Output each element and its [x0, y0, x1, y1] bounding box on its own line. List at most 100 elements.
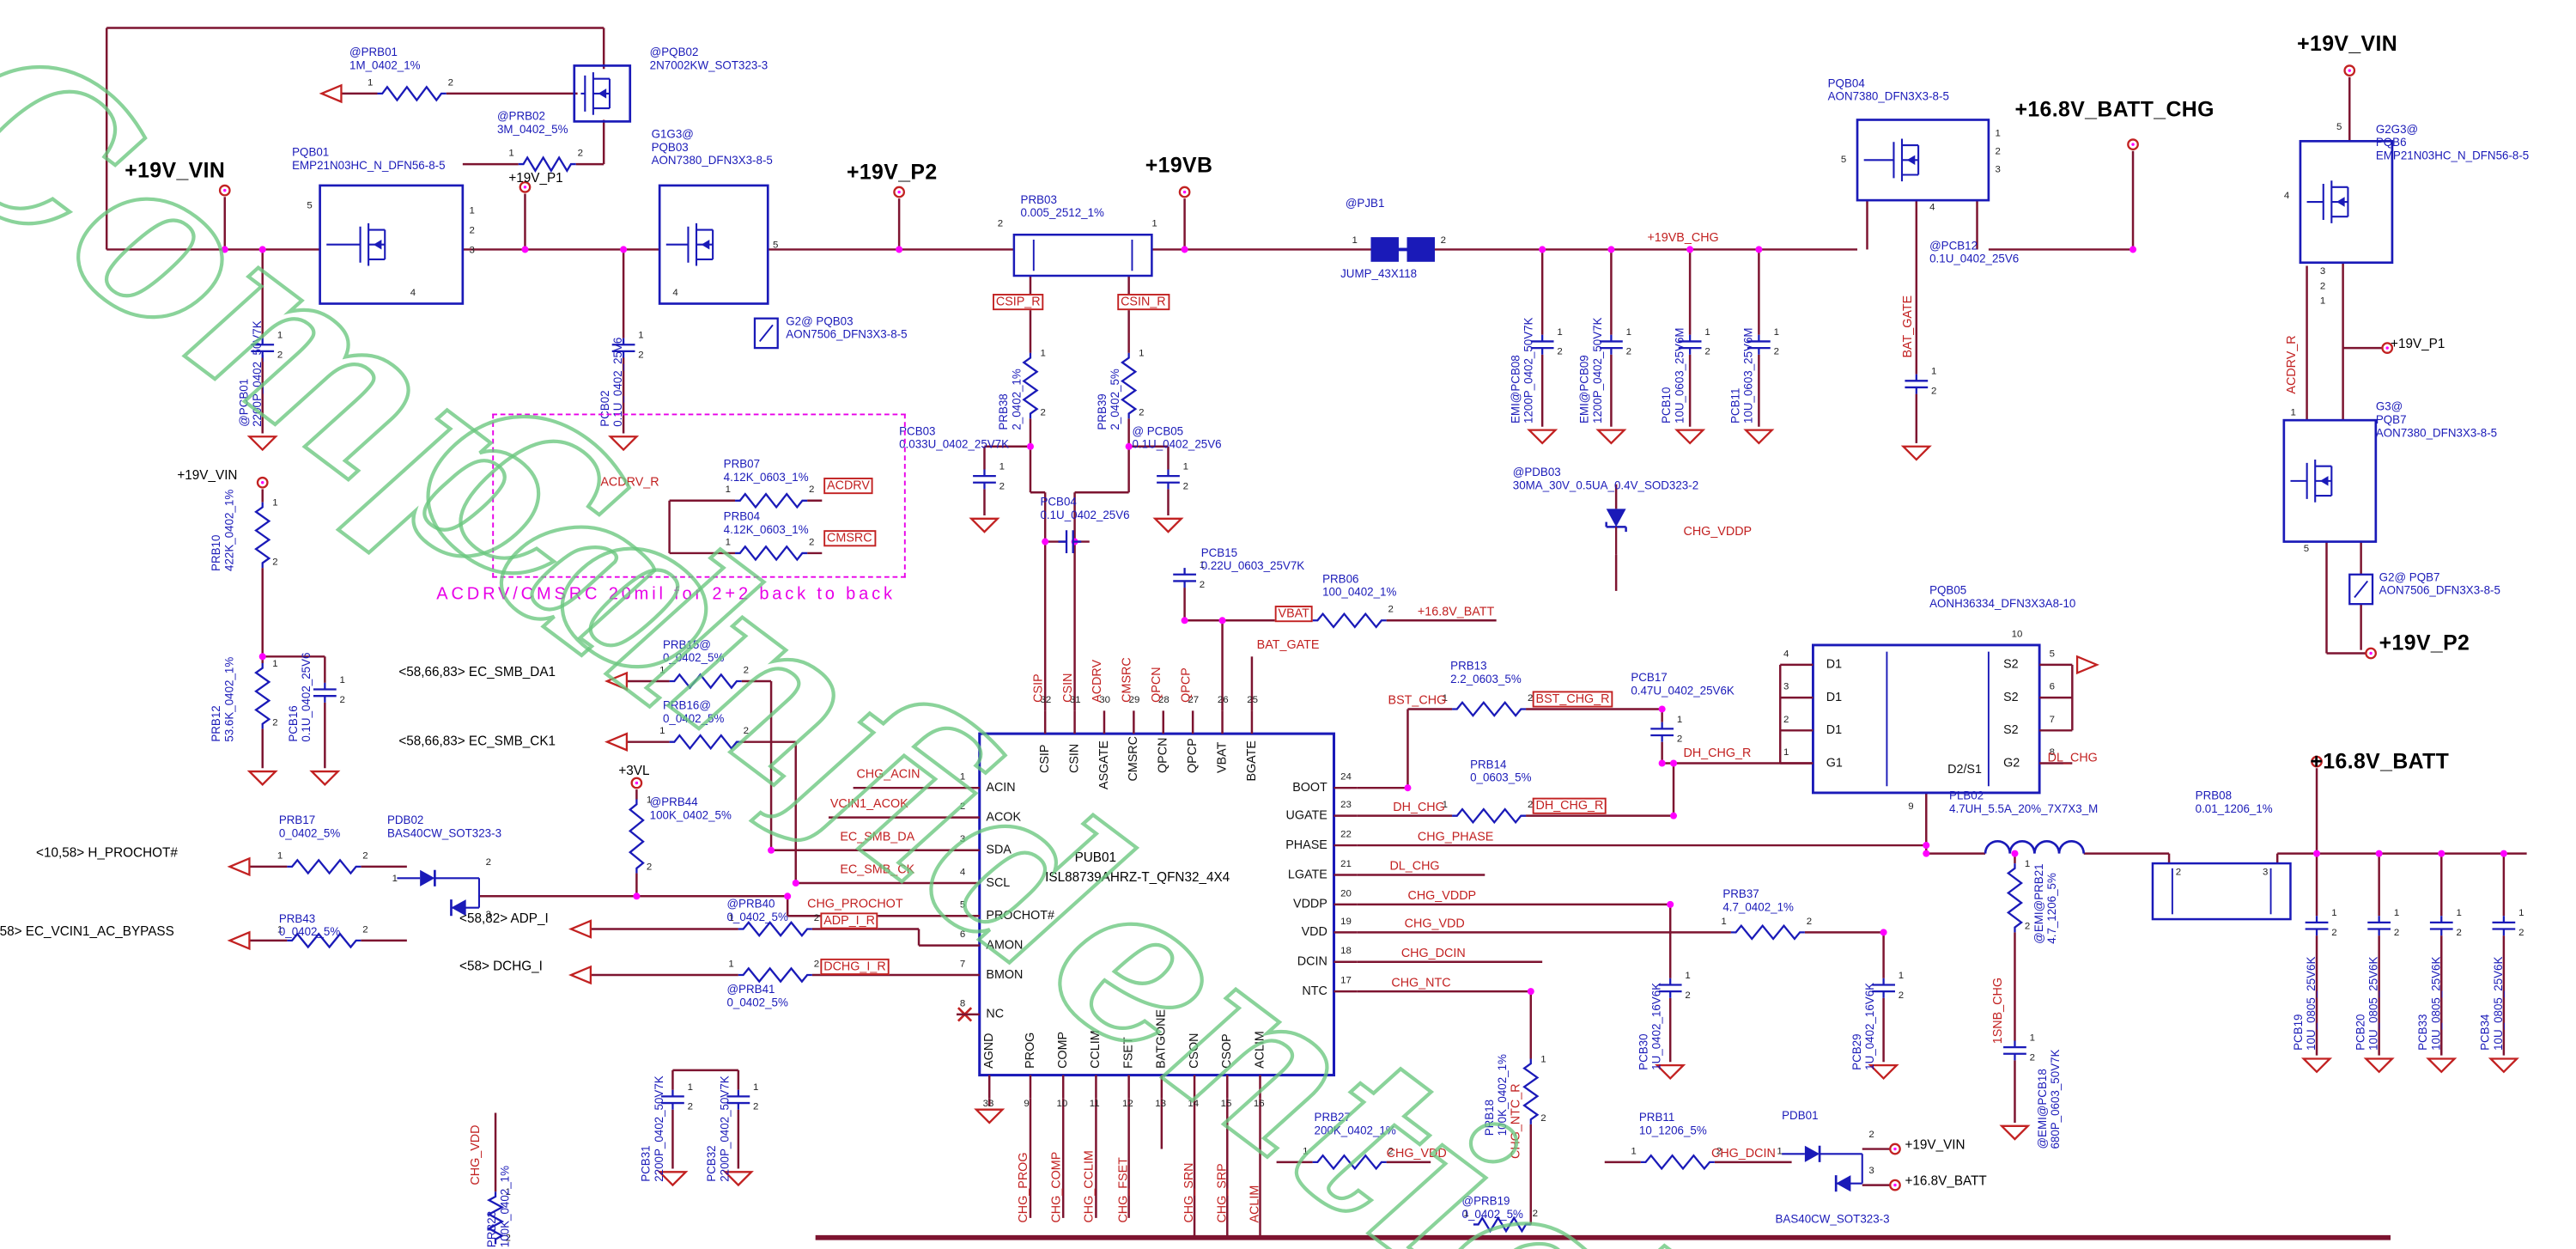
pin-number: 2: [813, 914, 820, 924]
net-name-label: +16.8V_BATT: [1905, 1173, 1987, 1189]
net-label: +16.8V_BATT: [1417, 604, 1495, 619]
pin-number: 1: [368, 78, 374, 89]
resistor-symbol-PRB02: [518, 155, 576, 173]
pin-number: 1: [508, 149, 514, 160]
pin-number: 2: [1139, 408, 1145, 419]
capacitor-symbol-PCB11: [1747, 334, 1771, 355]
capacitor-symbol-PCB19: [2305, 916, 2329, 936]
pin-number: 1: [1995, 129, 2001, 140]
pin-number: 6: [959, 930, 966, 941]
power-net-label: +19V_VIN: [125, 157, 226, 183]
resistor-symbol-PRB11: [1640, 1154, 1715, 1171]
ic-pin-name: QPCN: [1155, 738, 1170, 774]
net-arrow-left-icon: [605, 671, 629, 692]
layout-note: ACDRV/CMSRC 20mil for 2+2 back to back: [436, 584, 896, 605]
pin-number: 15: [1220, 1100, 1232, 1110]
diode-icon: [420, 869, 435, 886]
component-label: @PRB40 0_0402_5%: [726, 899, 788, 924]
component-label: PRB38 2_0402_1%: [999, 369, 1024, 430]
ic-pin-name: BATGONE: [1153, 1008, 1169, 1069]
pin-number: 23: [1340, 801, 1352, 811]
pin-number: 4: [1783, 649, 1789, 661]
pin-number: 2: [1540, 1114, 1546, 1124]
pin-number: 2: [362, 925, 368, 936]
capacitor-symbol-PCB03: [973, 469, 996, 490]
capacitor-symbol-PCB32: [726, 1089, 750, 1110]
net-label: CHG_NTC: [1391, 975, 1451, 990]
pin-number: 1: [2319, 296, 2326, 308]
ground-symbol: [1868, 1063, 1899, 1081]
net-label-boxed: DCHG_I_R: [820, 958, 890, 976]
pin-number: 1: [1898, 972, 1905, 982]
pin-number: 2: [1676, 735, 1683, 746]
pin-number: 2: [1806, 917, 1813, 928]
ic-pin-name: COMP: [1054, 1031, 1070, 1069]
pin-number: 1: [469, 206, 475, 217]
power-terminal-dot: [2131, 143, 2135, 146]
pin-number: 3: [1995, 165, 2001, 176]
capacitor-symbol-PCB04: [1058, 530, 1082, 553]
power-terminal-dot: [2348, 69, 2351, 72]
pin-number: 2: [485, 858, 491, 868]
ic-pin-name: ASGATE: [1096, 740, 1111, 789]
component-label: PRB37 4.7_0402_1%: [1722, 889, 1794, 914]
ground-symbol: [1999, 1124, 2031, 1141]
ground-symbol: [657, 1171, 689, 1187]
ic-pin-name: CMSRC: [1125, 735, 1141, 782]
pin-number: 2: [959, 802, 966, 813]
resistor-symbol-PRB38: [1022, 352, 1039, 419]
resistor-symbol-PRB04: [735, 545, 808, 562]
capacitor-symbol-PCB30: [1658, 978, 1682, 998]
junction-dot: [1527, 988, 1534, 996]
component-label: @PRB01 1M_0402_1%: [349, 47, 421, 72]
component-label: PRB16@ 0_0402_5%: [662, 700, 725, 726]
net-label: DH_CHG_R: [1683, 745, 1752, 760]
pin-number: 6: [2049, 682, 2055, 693]
junction-dot: [1218, 617, 1226, 624]
component-label: @PRB41 0_0402_5%: [726, 984, 788, 1009]
component-label: PQB01 EMP21N03HC_N_DFN56-8-5: [292, 147, 446, 173]
ic-pin-name: CSIN: [1066, 744, 1082, 774]
pin-number: 1: [728, 960, 734, 971]
pin-number: 32: [1040, 696, 1052, 706]
ic-pin-name: QPCP: [1184, 739, 1200, 774]
resistor-symbol-PRB01: [377, 85, 447, 102]
pin-number: 10: [2011, 630, 2023, 641]
ic-pin-name: CSIP: [1036, 745, 1052, 774]
component-label: @PJB1: [1345, 198, 1385, 210]
capacitor-symbol-PCB12: [1905, 374, 1929, 394]
net-name-label: +3VL: [618, 763, 650, 778]
capacitor-symbol-PCB31: [661, 1089, 684, 1110]
net-label-boxed: ACDRV: [823, 478, 873, 495]
junction-dot: [521, 246, 529, 253]
component-label: PCB33 10U_0805_25V6K: [2418, 956, 2443, 1051]
mosfet-arrow-PQB03: [701, 239, 710, 250]
net-label: ACDRV_R: [2283, 335, 2300, 394]
pin-number: 18: [1340, 947, 1352, 957]
pin-number: 2: [1440, 236, 1447, 247]
junction-dot: [1880, 929, 1887, 936]
pin-number: 2: [743, 666, 749, 677]
component-label: PRB06 100_0402_1%: [1322, 574, 1397, 600]
power-terminal-dot: [2385, 346, 2389, 350]
ic-pin-name: LGATE: [1287, 866, 1327, 882]
pin-number: 3: [2319, 267, 2326, 277]
pin-number: 16: [1253, 1100, 1265, 1110]
net-label: QPCP: [1177, 667, 1194, 703]
net-label-boxed: CSIN_R: [1117, 294, 1170, 311]
junction-dot: [1670, 759, 1678, 767]
ground-symbol: [2426, 1057, 2458, 1074]
junction-dot: [1658, 705, 1666, 713]
mosfet-symbol-PQB6: [2299, 139, 2394, 265]
junction-dot: [221, 246, 228, 253]
resistor-symbol-PRB07: [735, 492, 808, 509]
net-label: 1SNB_CHG: [1990, 978, 2005, 1045]
net-label-boxed: ADP_I_R: [820, 912, 878, 930]
net-name-label: <58> DCHG_I: [459, 958, 543, 974]
pin-number: 2: [999, 482, 1005, 493]
component-label: PCB29 1U_0402_16V6K: [1852, 982, 1877, 1070]
pin-number: 29: [1128, 696, 1140, 706]
junction-dot: [784, 893, 792, 900]
component-label: PRB23 100K_0402_1%: [487, 1165, 512, 1248]
